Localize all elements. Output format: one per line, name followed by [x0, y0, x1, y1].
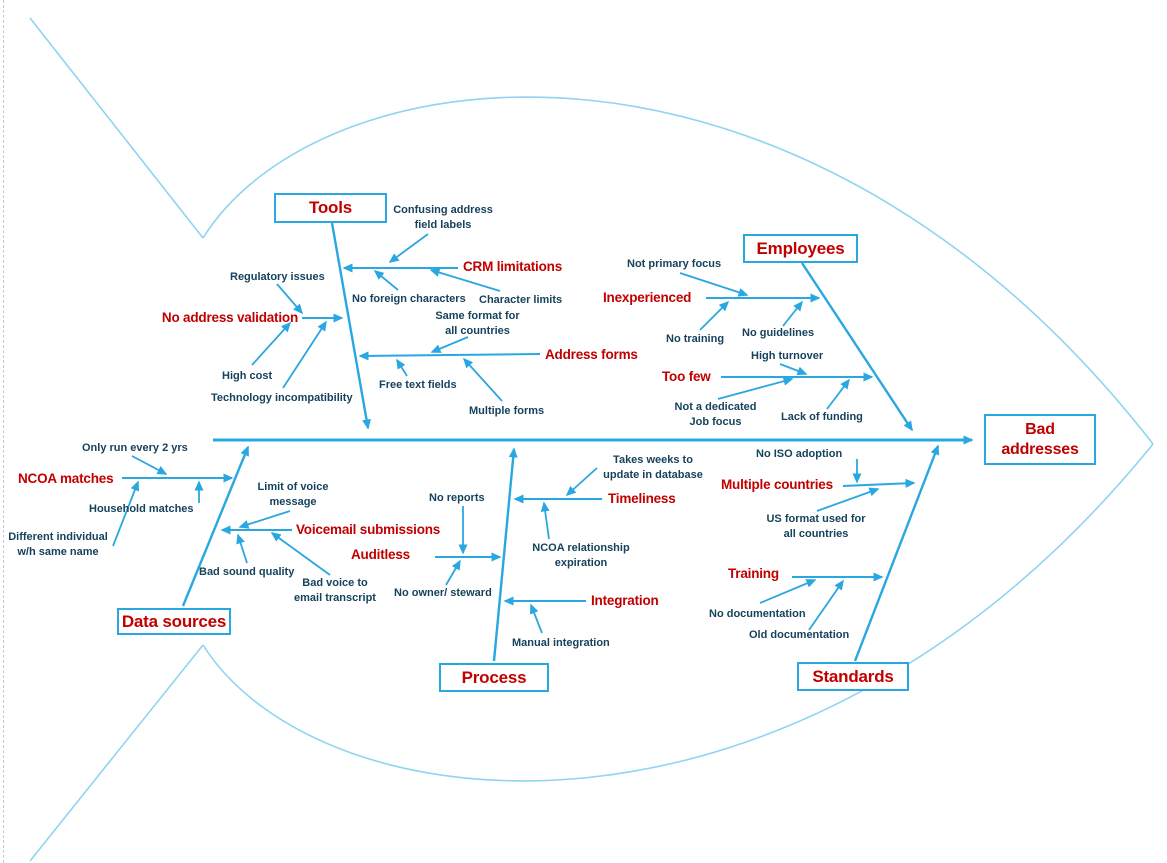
- leafline-us-format: [816, 487, 880, 512]
- leaf-label-limit-of-voice-message: Limit of voice message: [257, 481, 329, 508]
- leafline-not-primary: [679, 272, 749, 297]
- cause-label-too-few: Too few: [662, 369, 711, 384]
- leafline-regulatory: [276, 283, 303, 315]
- leaf-label-no-guidelines: No guidelines: [742, 327, 815, 339]
- leafline-ncoa-rel: [540, 501, 550, 540]
- category-box-standards: Standards: [797, 662, 909, 691]
- leaf-label-household-matches: Household matches: [89, 503, 194, 515]
- cause-label-inexperienced: Inexperienced: [603, 290, 692, 305]
- leaf-label-same-format-for-all-countries: Same format for all countries: [435, 310, 520, 337]
- leafline-old-doc: [808, 579, 844, 631]
- leaf-label-technology-incompatibility: Technology incompatibility: [211, 392, 353, 404]
- leaf-label-takes-weeks-to-update: Takes weeks to update in database: [603, 454, 703, 481]
- leaf-label-us-format-all-countries: US format used for all countries: [766, 513, 866, 540]
- subbone-multiple-countries: [842, 478, 916, 488]
- leafline-char-limits: [429, 268, 501, 292]
- cause-label-address-forms: Address forms: [545, 347, 638, 362]
- leaf-label-no-iso-adoption: No ISO adoption: [756, 448, 843, 460]
- leafline-not-dedicated: [717, 376, 794, 400]
- leafline-takes-weeks: [565, 467, 598, 497]
- fish-outline: [29, 17, 1154, 862]
- bone-standards: [853, 444, 940, 662]
- leaf-label-multiple-forms: Multiple forms: [469, 405, 545, 417]
- bone-data-sources: [181, 445, 250, 607]
- leaf-label-no-training: No training: [666, 333, 725, 345]
- subbone-address-forms: [358, 351, 541, 361]
- category-box-tools: Tools: [274, 193, 387, 223]
- cause-label-training: Training: [728, 566, 779, 581]
- cause-label-auditless: Auditless: [351, 547, 410, 562]
- leaf-label-high-cost: High cost: [222, 370, 273, 382]
- leafline-no-owner: [445, 559, 461, 586]
- leafline-no-foreign: [373, 270, 399, 291]
- leafline-multiple-forms: [462, 357, 503, 402]
- bone-process: [492, 447, 518, 662]
- cause-label-timeliness: Timeliness: [608, 491, 676, 506]
- leaf-label-free-text-fields: Free text fields: [379, 379, 457, 391]
- bone-employees: [800, 262, 914, 432]
- leaf-label-no-reports: No reports: [429, 492, 485, 504]
- category-box-process: Process: [439, 663, 549, 692]
- leaf-label-old-documentation: Old documentation: [749, 629, 850, 641]
- cause-label-no-address-validation: No address validation: [161, 310, 298, 325]
- leafline-lack-funding: [826, 378, 850, 410]
- leafline-tech-incompat: [282, 320, 327, 389]
- effect-box-bad-addresses: Bad addresses: [984, 414, 1096, 465]
- leafline-same-format: [430, 336, 469, 353]
- leafline-bad-sound: [236, 533, 248, 564]
- leaf-label-ncoa-relationship-expiration: NCOA relationship expiration: [532, 542, 630, 569]
- cause-label-crm-limitations: CRM limitations: [463, 259, 563, 274]
- leafline-manual-integration: [529, 603, 543, 634]
- leaf-label-bad-sound-quality: Bad sound quality: [199, 566, 295, 578]
- leaf-label-no-foreign-characters: No foreign characters: [352, 293, 466, 305]
- cause-label-ncoa-matches: NCOA matches: [18, 471, 114, 486]
- leaf-label-no-owner-steward: No owner/ steward: [394, 587, 492, 599]
- cause-label-voicemail-submissions: Voicemail submissions: [296, 522, 441, 537]
- leaf-label-high-turnover: High turnover: [751, 350, 824, 362]
- leafline-only-run: [131, 455, 168, 475]
- leaf-label-different-individual-same-name: Different individual w/h same name: [8, 531, 108, 558]
- leafline-high-cost: [251, 321, 292, 366]
- leafline-high-turnover: [779, 363, 808, 376]
- bone-tools: [330, 222, 371, 430]
- leaf-label-manual-integration: Manual integration: [512, 637, 610, 649]
- leaf-label-bad-voice-to-email-transcript: Bad voice to email transcript: [294, 577, 376, 604]
- cause-label-integration: Integration: [591, 593, 659, 608]
- leafline-no-doc: [759, 579, 817, 604]
- leaf-label-only-run-every-2-yrs: Only run every 2 yrs: [82, 442, 188, 454]
- leafline-free-text: [396, 358, 408, 377]
- leaf-label-not-a-dedicated-job-focus: Not a dedicated Job focus: [674, 401, 757, 428]
- leaf-label-character-limits: Character limits: [479, 294, 563, 306]
- leaf-label-confusing-address-field-labels: Confusing address field labels: [393, 204, 493, 231]
- leaf-label-regulatory-issues: Regulatory issues: [230, 271, 325, 283]
- leaf-label-not-primary-focus: Not primary focus: [627, 258, 722, 270]
- cause-label-multiple-countries: Multiple countries: [721, 477, 833, 492]
- leaf-label-no-documentation: No documentation: [709, 608, 806, 620]
- leafline-different-ind: [112, 480, 140, 547]
- leaf-label-lack-of-funding: Lack of funding: [781, 411, 863, 423]
- category-box-data-sources: Data sources: [117, 608, 231, 635]
- page-edge-dashed-line: [3, 0, 4, 863]
- category-box-employees: Employees: [743, 234, 858, 263]
- leafline-limit-voice: [238, 510, 291, 529]
- leafline-no-training: [699, 300, 730, 331]
- leafline-no-guidelines: [782, 300, 803, 327]
- leafline-confusing: [388, 233, 429, 263]
- leafline-bad-voice: [270, 532, 331, 576]
